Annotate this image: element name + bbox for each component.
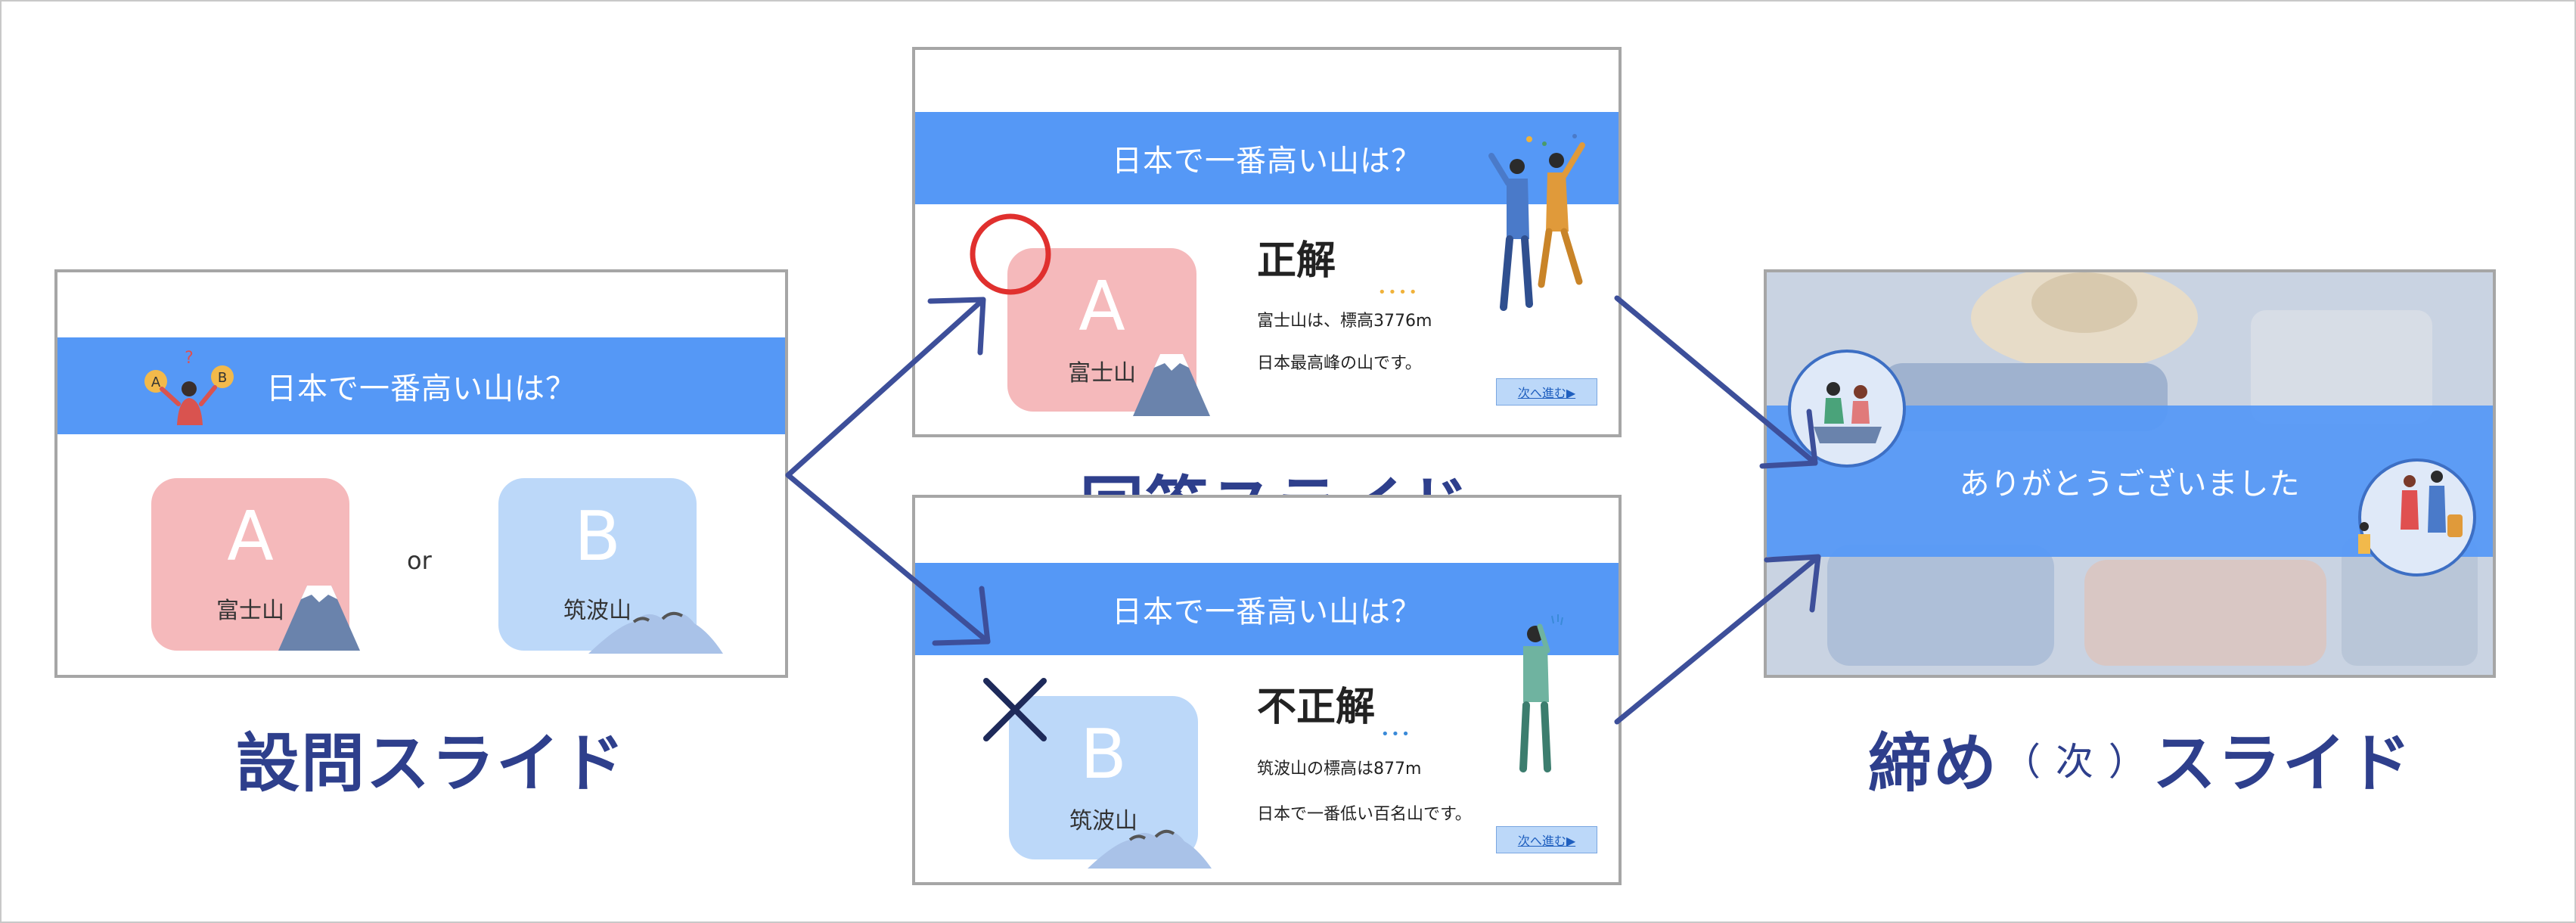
family-travelers-icon bbox=[2342, 454, 2478, 583]
question-slide: 日本で一番高い山は？ A B ? A 富士山 or B 筑波山 bbox=[54, 269, 788, 678]
correct-verdict: 正解 bbox=[1257, 228, 1336, 285]
sitting-people-icon bbox=[1786, 348, 1907, 469]
wrong-next-button[interactable]: 次へ進む▶ bbox=[1496, 826, 1597, 853]
svg-text:A: A bbox=[151, 374, 161, 390]
option-a-letter: A bbox=[151, 499, 349, 575]
correct-explanation-1: 富士山は、標高3776m bbox=[1257, 307, 1432, 331]
correct-explanation-2: 日本最高峰の山です。 bbox=[1257, 350, 1422, 374]
wrong-answer-slide: 日本で一番高い山は？ B 筑波山 不正解 ••• 筑波山の標高は877m 日本で… bbox=[912, 495, 1622, 885]
closing-caption-main: 締め bbox=[1868, 713, 1998, 804]
closing-caption-paren: （ 次 ） bbox=[2003, 732, 2148, 786]
mount-tsukuba-icon bbox=[588, 602, 725, 655]
correct-dots: •••• bbox=[1378, 284, 1419, 300]
wrong-question-title: 日本で一番高い山は？ bbox=[1112, 587, 1422, 631]
or-text: or bbox=[407, 546, 432, 575]
svg-text:?: ? bbox=[185, 349, 194, 368]
wrong-explanation-1: 筑波山の標高は877m bbox=[1257, 755, 1421, 779]
wrong-cross-icon bbox=[979, 673, 1051, 746]
closing-caption-tail: スライド bbox=[2152, 713, 2413, 804]
correct-question-title: 日本で一番高い山は？ bbox=[1112, 136, 1422, 180]
question-slide-caption: 設問スライド bbox=[236, 713, 626, 804]
correct-next-button[interactable]: 次へ進む▶ bbox=[1496, 378, 1597, 406]
closing-slide-caption: 締め （ 次 ） スライド bbox=[1868, 713, 2413, 804]
closing-slide: ありがとうございました bbox=[1764, 269, 2496, 678]
correct-circle-icon bbox=[967, 210, 1054, 298]
disappointed-person-icon bbox=[1507, 611, 1567, 778]
presenter-person-icon: A B ? bbox=[139, 342, 237, 433]
closing-message: ありがとうございました bbox=[1960, 459, 2301, 503]
mount-fuji-icon bbox=[1131, 342, 1212, 418]
wrong-explanation-2: 日本で一番低い百名山です。 bbox=[1257, 800, 1472, 825]
question-title: 日本で一番高い山は？ bbox=[266, 364, 576, 408]
option-b-letter: B bbox=[498, 499, 697, 575]
wrong-verdict: 不正解 bbox=[1257, 675, 1375, 732]
mount-fuji-icon bbox=[277, 572, 362, 652]
celebrating-people-icon bbox=[1484, 133, 1597, 322]
wrong-dots: ••• bbox=[1381, 726, 1412, 742]
svg-text:B: B bbox=[218, 370, 227, 386]
correct-answer-slide: 日本で一番高い山は？ A 富士山 正解 •••• 富士山は、標高3776m 日本… bbox=[912, 47, 1622, 437]
mount-tsukuba-icon bbox=[1088, 822, 1213, 870]
